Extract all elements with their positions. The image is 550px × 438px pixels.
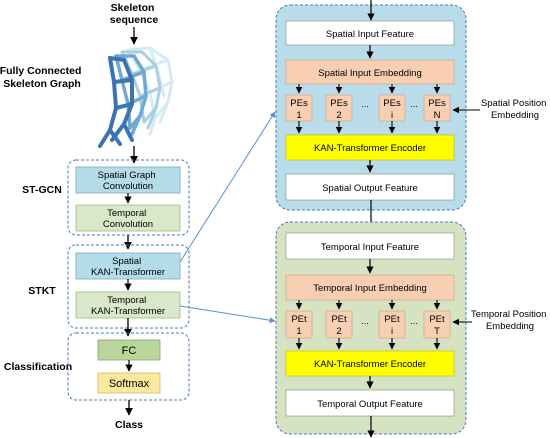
skeleton-graph-illustration	[98, 46, 174, 148]
spatial-input-feature-label: Spatial Input Feature	[326, 29, 414, 40]
pes-box-i	[378, 94, 406, 122]
temporal-encoder-label: KAN-Transformer Encoder	[314, 359, 426, 370]
spatial-pe-arrows	[295, 84, 441, 94]
spatial-encoder-box	[285, 134, 455, 161]
temporal-encoder-box	[285, 350, 455, 377]
link-spatial-kan-to-spatial-panel	[179, 111, 276, 263]
spatial-input-embedding-label: Spatial Input Embedding	[318, 68, 422, 79]
fc-label: FC	[122, 345, 137, 357]
st-gcn-label: ST-GCN	[22, 184, 62, 196]
softmax-box	[97, 372, 161, 394]
temporal-encoder-arrows	[295, 338, 441, 350]
temporal-input-feature-label: Temporal Input Feature	[321, 242, 419, 253]
pes-box-1	[285, 94, 313, 122]
spatial-encoder-arrows	[295, 121, 441, 134]
spatial-input-feature-box	[285, 20, 455, 46]
pes-box-2	[325, 94, 353, 122]
spatial-output-feature-box	[285, 173, 455, 201]
temporal-dots-1: ...	[361, 316, 369, 326]
spatial-graph-conv-label: Spatial Graph Convolution	[98, 170, 159, 192]
temporal-input-embedding-label: Temporal Input Embedding	[313, 283, 427, 294]
temporal-input-embedding-box	[285, 274, 455, 301]
graph-label: Fully Connected Skeleton Graph	[0, 65, 84, 90]
spatial-encoder-label: KAN-Transformer Encoder	[314, 143, 426, 154]
classification-label: Classification	[4, 361, 72, 373]
spatial-kan-label: Spatial KAN-Transformer	[91, 256, 165, 278]
temporal-output-feature-label: Temporal Output Feature	[317, 399, 423, 410]
temporal-conv-box	[75, 204, 181, 232]
temporal-conv-label: Temporal Convolution	[103, 208, 153, 230]
skeleton-sequence-label: Skeleton sequence	[110, 2, 159, 26]
class-label: Class	[115, 419, 143, 431]
temporal-output-feature-box	[285, 389, 455, 417]
spatial-position-embedding-label: Spatial Position Embedding	[481, 98, 549, 121]
temporal-kan-box	[75, 291, 181, 319]
stkt-group	[67, 244, 190, 329]
spatial-dots-1: ...	[361, 99, 369, 109]
spatial-kan-box	[75, 252, 181, 280]
pes-box-n	[423, 94, 451, 122]
spatial-input-embedding-box	[285, 59, 455, 85]
temporal-position-embedding-label: Temporal Position Embedding	[471, 309, 549, 332]
pet-box-t	[423, 310, 451, 339]
temporal-pe-arrows	[295, 300, 441, 310]
temporal-dots-2: ...	[410, 316, 418, 326]
spatial-graph-conv-box	[75, 166, 181, 194]
stkt-label: STKT	[28, 285, 56, 297]
pet-box-2	[325, 310, 353, 339]
spatial-dots-2: ...	[410, 99, 418, 109]
spatial-output-feature-label: Spatial Output Feature	[322, 183, 418, 194]
classification-group	[67, 332, 190, 401]
temporal-input-feature-box	[285, 232, 455, 260]
link-temporal-kan-to-temporal-panel	[179, 305, 276, 324]
softmax-label: Softmax	[109, 378, 150, 390]
temporal-kan-label: Temporal KAN-Transformer	[91, 295, 165, 317]
